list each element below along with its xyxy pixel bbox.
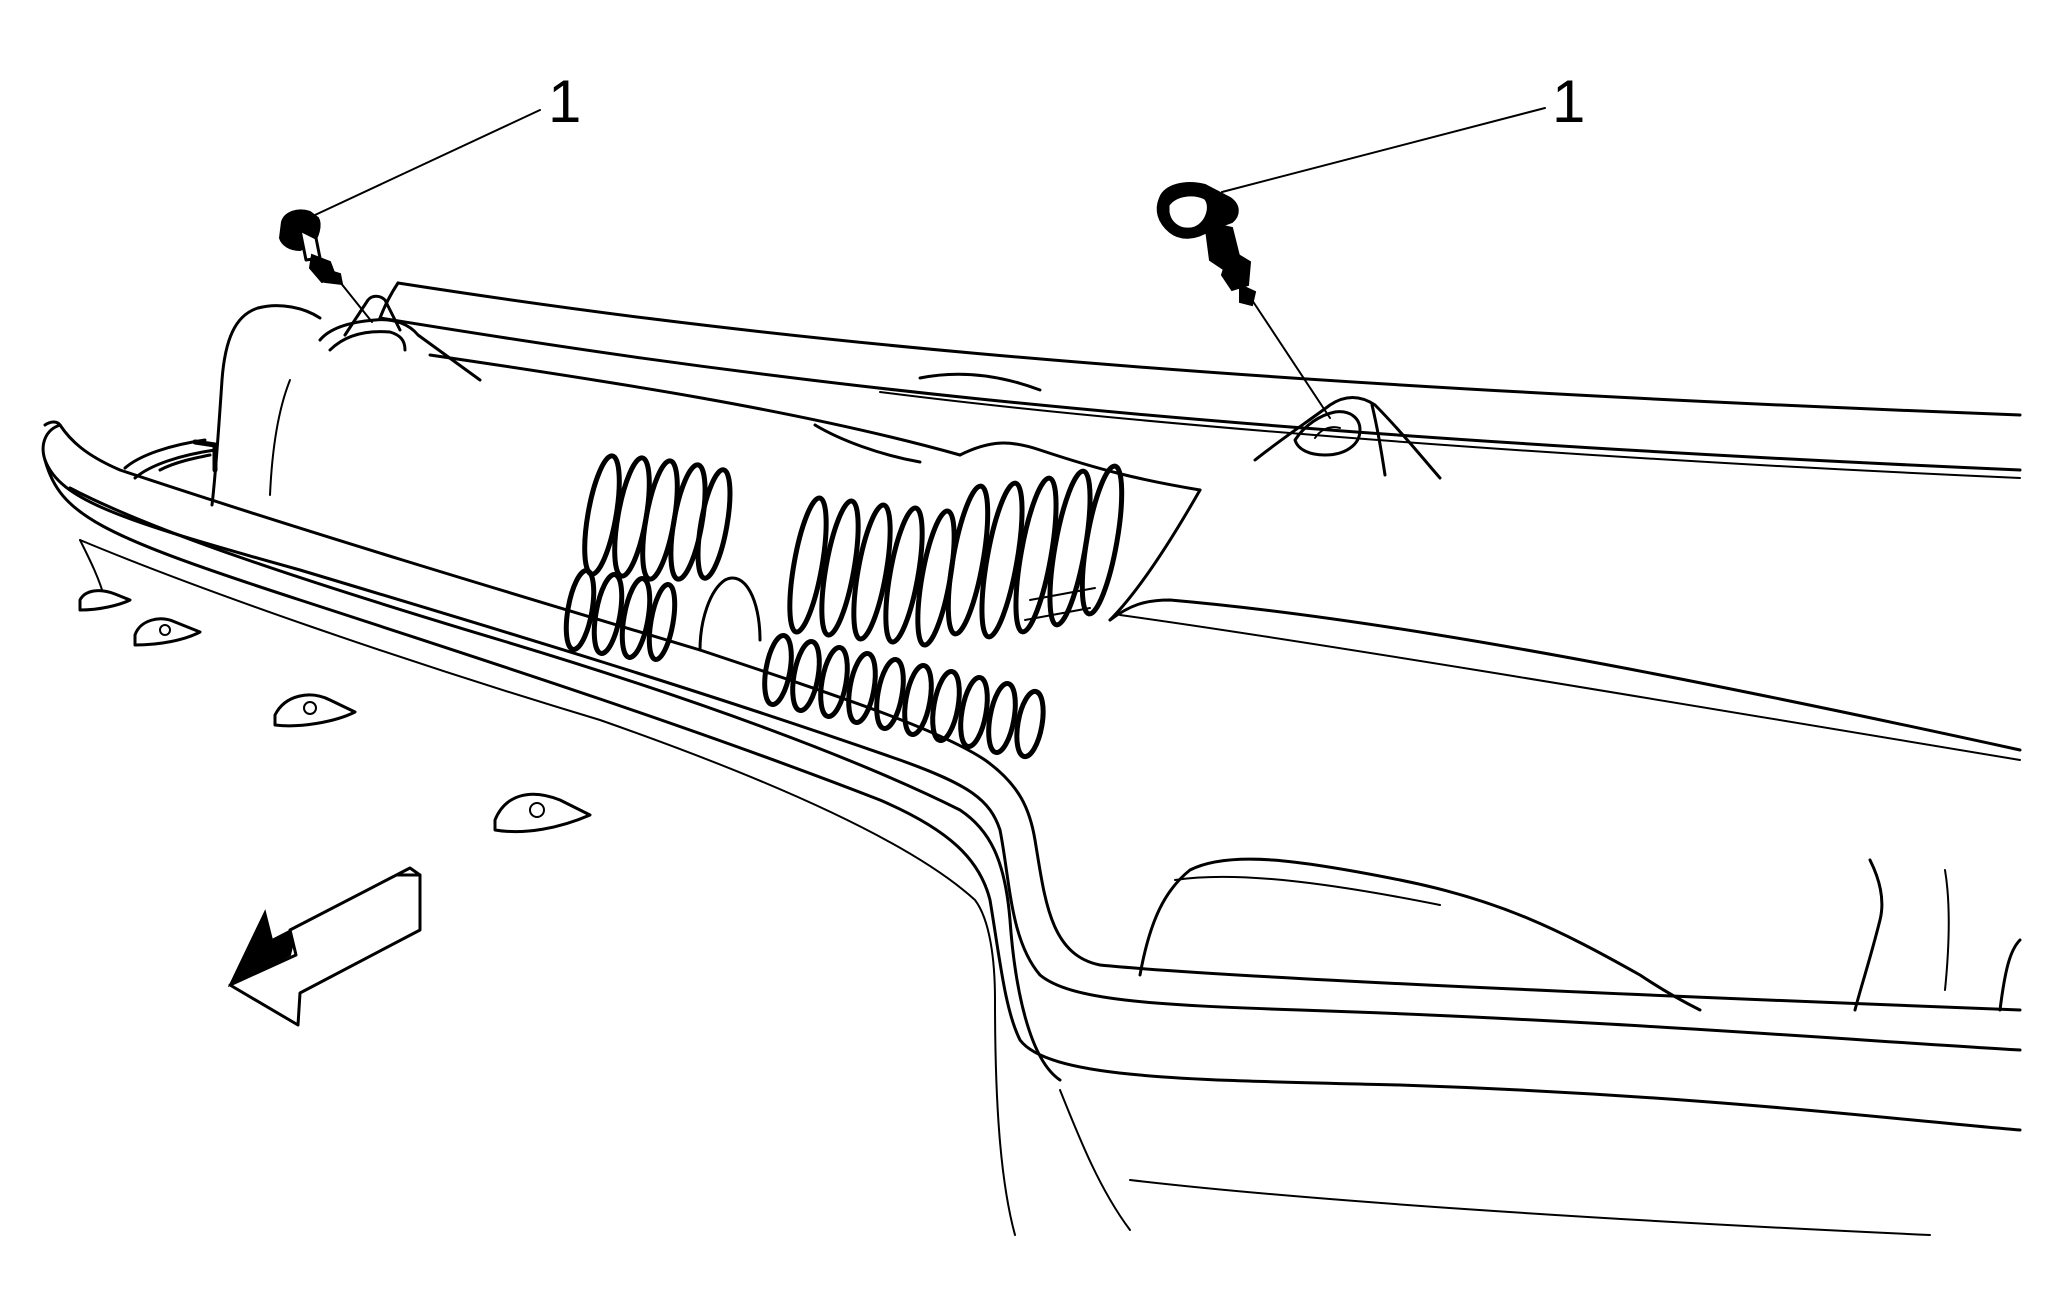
fastener-right [1156,182,1331,419]
callout-label-right: 1 [1552,68,1585,135]
leader-lines [314,107,1546,216]
right-mount-boss [1253,396,1442,480]
front-direction-arrow-icon [227,866,422,1027]
left-rail [79,438,218,601]
vent-slots-right [762,463,1125,760]
fastener-left [278,209,373,323]
left-mount-boss [318,294,482,382]
leader-line-right [1221,107,1546,193]
upper-panel [378,281,2022,479]
lower-molding [41,420,2022,1236]
mounting-tabs [78,589,592,834]
callout-label-left: 1 [548,68,581,135]
leader-line-left [314,109,541,216]
vent-slots-left [563,453,762,662]
cowl-panel [210,304,2022,1012]
